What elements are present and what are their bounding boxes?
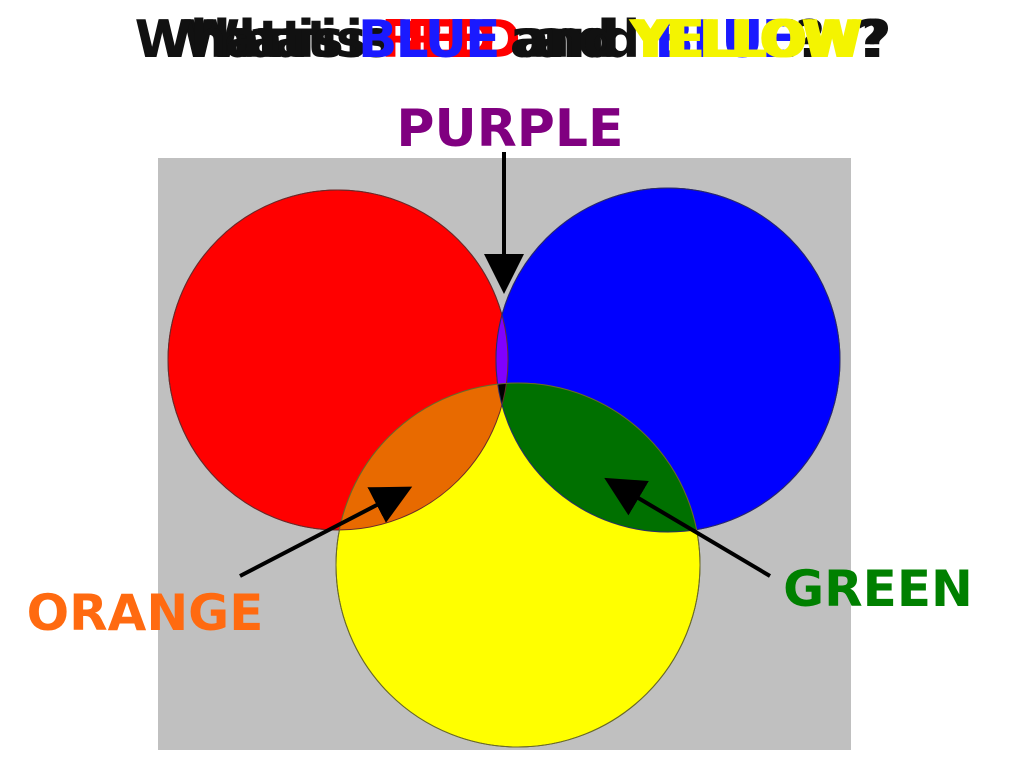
green-label: GREEN <box>783 560 973 618</box>
orange-arrow <box>239 486 413 578</box>
title-suffix: ? <box>861 10 891 70</box>
green-overlap <box>496 383 700 532</box>
title-color-blue: BLUE <box>357 10 501 70</box>
green-arrow <box>604 477 772 578</box>
title-ghost-2: What is RED and BLUE? <box>182 10 825 70</box>
orange-overlap <box>336 383 508 530</box>
title-ghost: What is RED and YELLOW? <box>157 10 887 70</box>
page-title: What is BLUE and YELLOW? <box>0 8 1024 72</box>
title-color-yellow: YELLOW <box>634 10 863 70</box>
orange-label: ORANGE <box>27 584 264 642</box>
purple-label: PURPLE <box>396 99 623 159</box>
title-conjunction: and <box>514 10 620 70</box>
title-prefix: What is <box>134 10 344 70</box>
